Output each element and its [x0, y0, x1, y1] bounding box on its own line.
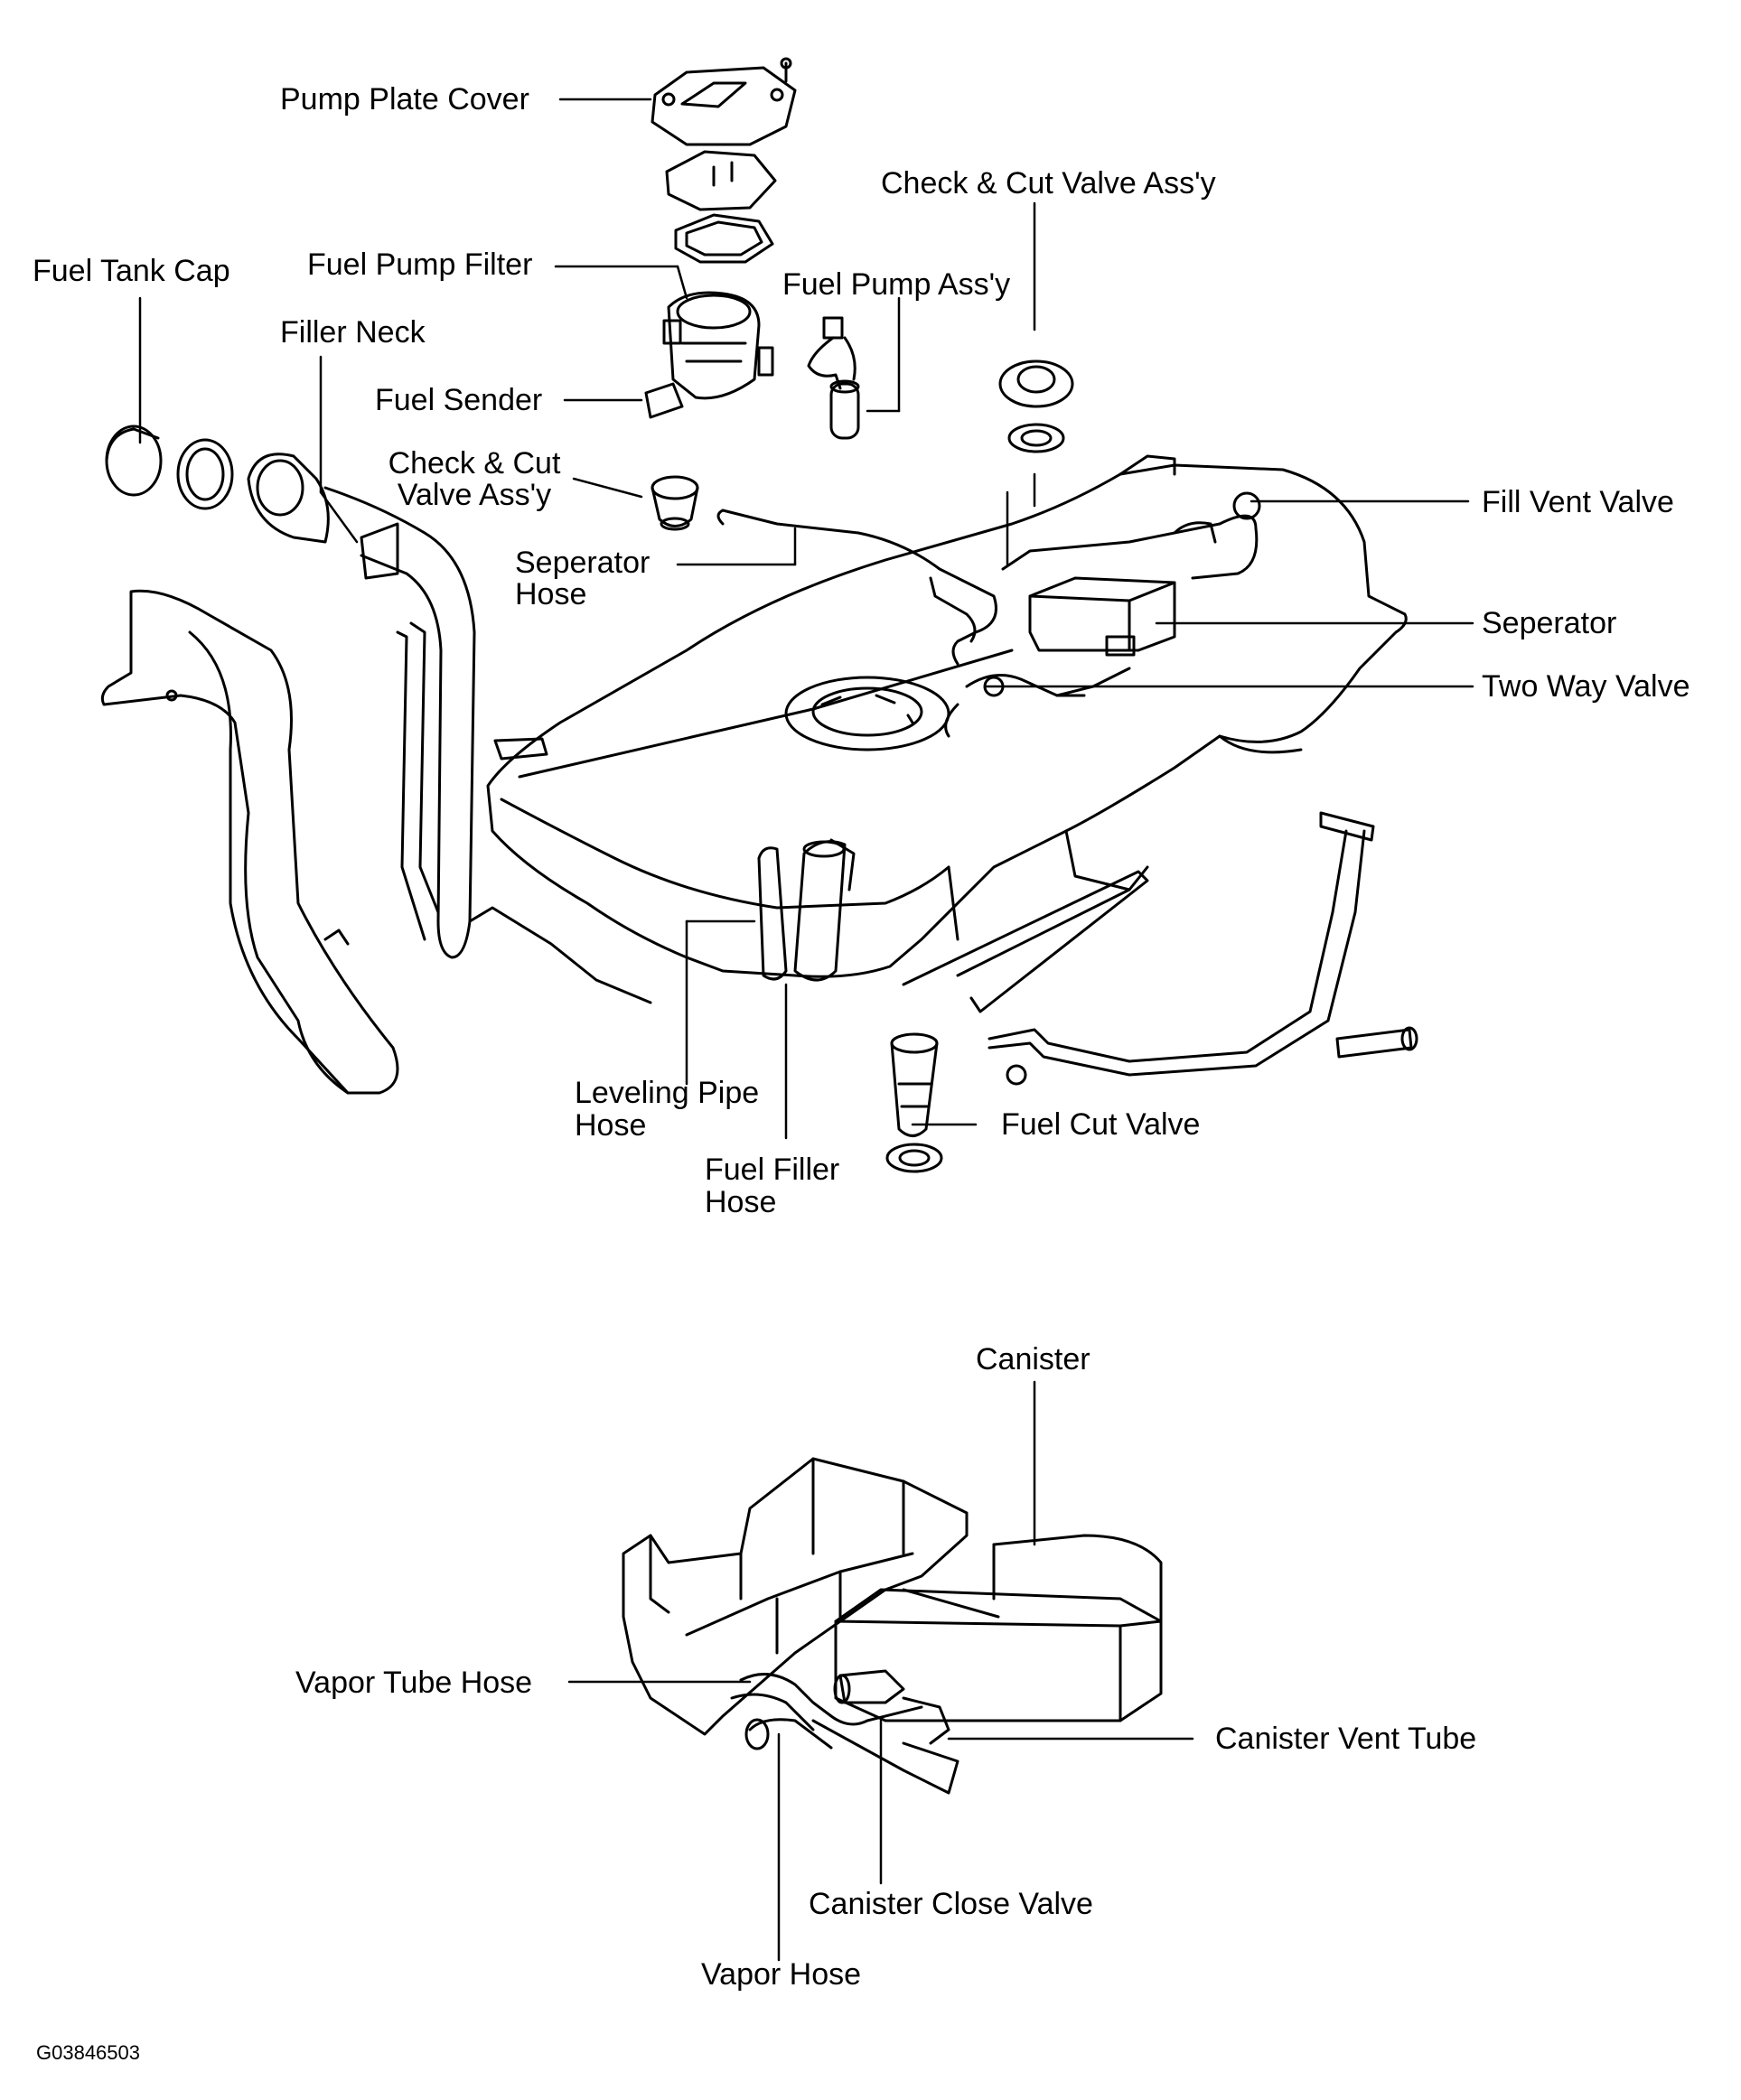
- figure-code: G03846503: [36, 2041, 140, 2064]
- label-fuel-filler-hose-2: Hose: [705, 1185, 777, 1219]
- label-seperator: Seperator: [1482, 606, 1617, 640]
- fuel-inlet-pipe: [100, 589, 399, 1095]
- label-canister: Canister: [976, 1342, 1090, 1377]
- fuel-tank: [468, 454, 1418, 1173]
- check-cut-valve-left: [651, 475, 699, 531]
- label-check-cut-valve-top: Check & Cut Valve Ass'y: [881, 166, 1216, 201]
- leader-lines: [138, 98, 1474, 1962]
- label-canister-close-valve: Canister Close Valve: [809, 1887, 1093, 1921]
- label-canister-vent-tube: Canister Vent Tube: [1215, 1722, 1477, 1756]
- label-fuel-cut-valve: Fuel Cut Valve: [1001, 1107, 1201, 1142]
- fuel-pump-filter-assy: [644, 291, 774, 419]
- fuel-pump-assy: [807, 316, 860, 440]
- label-check-cut-valve-left-1: Check & Cut: [388, 446, 561, 481]
- label-seperator-hose-1: Seperator: [515, 546, 651, 580]
- canister-assembly: [622, 1457, 1163, 1795]
- label-vapor-hose: Vapor Hose: [701, 1957, 862, 1992]
- pump-plate: [665, 150, 777, 264]
- label-seperator-hose-2: Hose: [515, 577, 587, 611]
- label-fuel-pump-assy: Fuel Pump Ass'y: [782, 267, 1011, 302]
- label-fuel-tank-cap: Fuel Tank Cap: [33, 254, 230, 288]
- fuel-tank-cap-parts: [105, 425, 330, 544]
- label-check-cut-valve-left-2: Valve Ass'y: [397, 478, 552, 512]
- label-fuel-sender: Fuel Sender: [375, 383, 543, 417]
- check-cut-valve-top: [998, 359, 1074, 453]
- label-fuel-pump-filter: Fuel Pump Filter: [307, 247, 533, 282]
- label-filler-neck: Filler Neck: [280, 315, 426, 350]
- label-two-way-valve: Two Way Valve: [1482, 669, 1690, 704]
- label-vapor-tube-hose: Vapor Tube Hose: [295, 1666, 533, 1700]
- label-fill-vent-valve: Fill Vent Valve: [1482, 485, 1674, 519]
- filler-neck: [323, 486, 476, 959]
- label-pump-plate-cover: Pump Plate Cover: [280, 82, 529, 117]
- label-leveling-pipe-hose-1: Leveling Pipe: [575, 1076, 760, 1110]
- label-fuel-filler-hose-1: Fuel Filler: [705, 1153, 840, 1187]
- label-leveling-pipe-hose-2: Hose: [575, 1108, 647, 1143]
- pump-plate-cover: [651, 57, 797, 146]
